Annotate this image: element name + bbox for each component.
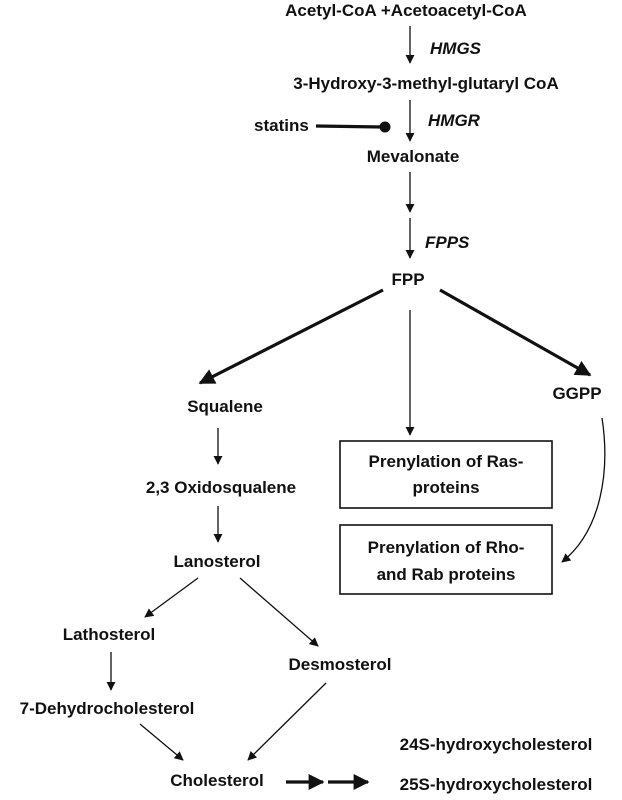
statins-inhibition-bar: [315, 124, 384, 129]
arrow-desmosterol-to-cholesterol: [247, 682, 327, 761]
arrow-ggpp-to-rho: [561, 417, 606, 563]
arrow-fpp-to-ggpp: [439, 288, 592, 377]
node-lathosterol: Lathosterol: [63, 625, 156, 644]
arrow-7dhc-to-cholesterol: [139, 723, 184, 761]
box-rho-line1: Prenylation of Rho-: [368, 538, 525, 557]
node-24s-hydroxycholesterol: 24S-hydroxycholesterol: [400, 735, 593, 754]
inhibitor-statins: statins: [254, 116, 309, 135]
node-mevalonate: Mevalonate: [367, 147, 460, 166]
node-25s-hydroxycholesterol: 25S-hydroxycholesterol: [400, 775, 593, 794]
box-ras-prenylation: [339, 440, 553, 509]
node-fpp: FPP: [391, 270, 424, 289]
enzyme-fpps: FPPS: [425, 233, 470, 252]
statins-inhibition-dot: [379, 121, 391, 133]
node-acetyl-coa: Acetyl-CoA +Acetoacetyl-CoA: [285, 1, 527, 20]
node-ggpp: GGPP: [552, 384, 601, 403]
arrow-lanosterol-to-lathosterol: [144, 577, 199, 618]
enzyme-hmgr: HMGR: [428, 111, 481, 130]
enzyme-hmgs: HMGS: [430, 39, 482, 58]
box-rho-rab-prenylation: [339, 524, 553, 595]
node-oxidosqualene: 2,3 Oxidosqualene: [146, 478, 296, 497]
arrow-lanosterol-to-desmosterol: [239, 577, 319, 647]
node-lanosterol: Lanosterol: [174, 552, 261, 571]
box-ras-line1: Prenylation of Ras-: [369, 452, 524, 471]
node-7-dehydrocholesterol: 7-Dehydrocholesterol: [20, 699, 195, 718]
node-cholesterol: Cholesterol: [170, 771, 264, 790]
arrow-fpp-to-squalene: [198, 288, 384, 385]
box-ras-line2: proteins: [412, 478, 479, 497]
node-desmosterol: Desmosterol: [289, 655, 392, 674]
node-squalene: Squalene: [187, 397, 263, 416]
node-hmg-coa: 3-Hydroxy-3-methyl-glutaryl CoA: [293, 74, 558, 93]
box-rho-line2: and Rab proteins: [377, 565, 516, 584]
